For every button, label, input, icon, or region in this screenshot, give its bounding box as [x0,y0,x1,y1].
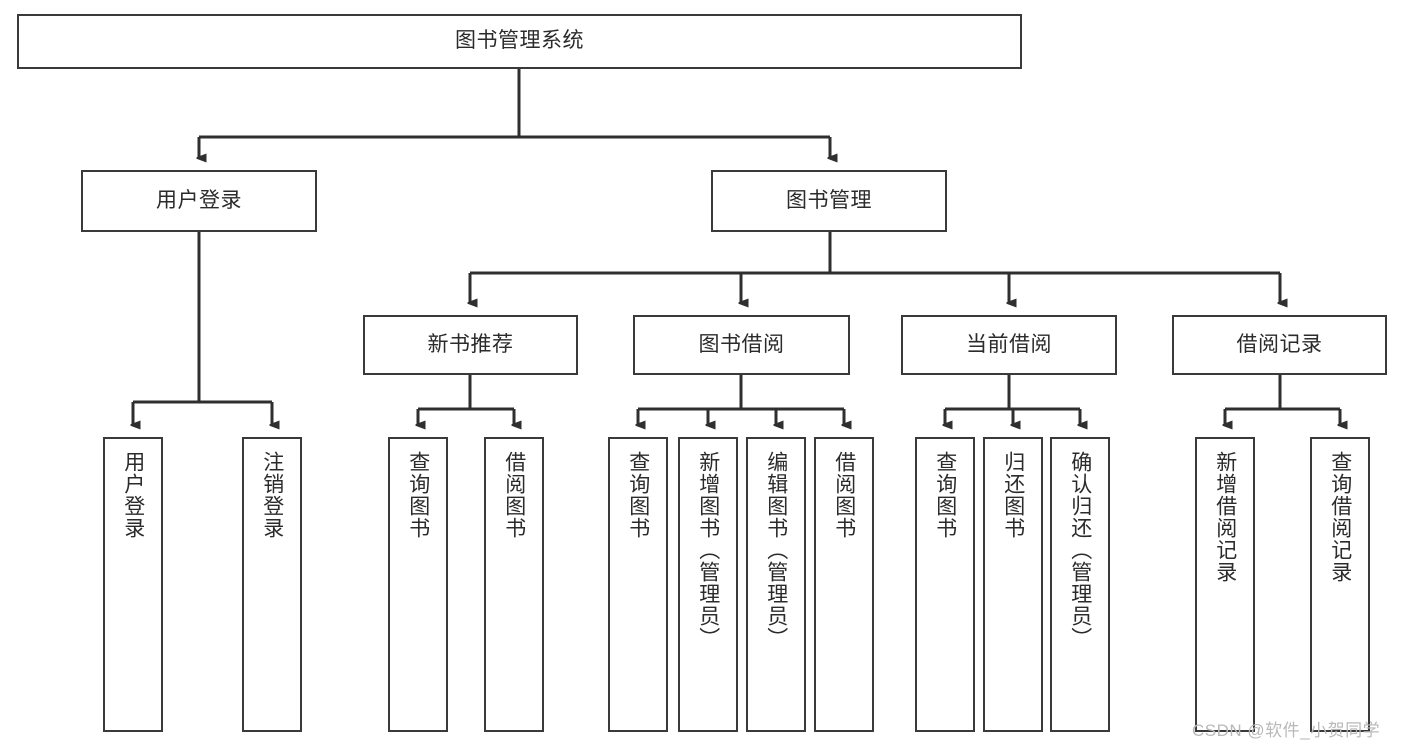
leaf-add-borrow-record-label: 新增借阅记录 [1213,451,1237,583]
node-current-borrow[interactable]: 当前借阅 [901,315,1117,375]
leaf-query-borrow-record[interactable]: 查询借阅记录 [1310,437,1370,732]
leaf-confirm-return-label: 确认归还（管理员） [1068,451,1092,649]
node-current-borrow-label: 当前借阅 [966,332,1052,356]
leaf-edit-book-label: 编辑图书（管理员） [764,451,788,649]
leaf-add-book[interactable]: 新增图书（管理员） [678,437,738,732]
leaf-query-book-current-label: 查询图书 [933,451,957,539]
node-user-login-label: 用户登录 [156,188,242,212]
node-new-book-recommend[interactable]: 新书推荐 [363,315,578,375]
node-borrow-record[interactable]: 借阅记录 [1172,315,1387,375]
leaf-borrow-book-label: 借阅图书 [832,451,856,539]
leaf-query-book-recommend[interactable]: 查询图书 [388,437,448,732]
leaf-borrow-book-recommend[interactable]: 借阅图书 [484,437,544,732]
leaf-logout-label: 注销登录 [260,451,284,539]
watermark: CSDN @软件_小贺同学 [1192,721,1381,740]
leaf-add-book-label: 新增图书（管理员） [696,451,720,649]
node-user-login[interactable]: 用户登录 [81,170,317,232]
leaf-query-book-recommend-label: 查询图书 [406,451,430,539]
leaf-edit-book[interactable]: 编辑图书（管理员） [746,437,806,732]
leaf-query-book-borrow[interactable]: 查询图书 [608,437,668,732]
leaf-borrow-book-recommend-label: 借阅图书 [502,451,526,539]
node-new-book-recommend-label: 新书推荐 [427,332,514,356]
node-book-borrow-label: 图书借阅 [698,332,785,356]
leaf-user-login[interactable]: 用户登录 [103,437,163,732]
leaf-borrow-book[interactable]: 借阅图书 [814,437,874,732]
leaf-return-book-label: 归还图书 [1001,451,1025,539]
leaf-confirm-return[interactable]: 确认归还（管理员） [1050,437,1110,732]
node-borrow-record-label: 借阅记录 [1236,332,1323,356]
leaf-add-borrow-record[interactable]: 新增借阅记录 [1195,437,1255,732]
leaf-query-book-borrow-label: 查询图书 [626,451,650,539]
node-root[interactable]: 图书管理系统 [17,14,1022,69]
node-root-label: 图书管理系统 [455,29,584,53]
node-book-manage-label: 图书管理 [786,188,872,212]
leaf-query-borrow-record-label: 查询借阅记录 [1328,451,1352,583]
node-book-manage[interactable]: 图书管理 [711,170,947,232]
leaf-logout[interactable]: 注销登录 [242,437,302,732]
leaf-return-book[interactable]: 归还图书 [983,437,1043,732]
node-book-borrow[interactable]: 图书借阅 [633,315,850,375]
leaf-query-book-current[interactable]: 查询图书 [915,437,975,732]
leaf-user-login-label: 用户登录 [121,451,145,539]
